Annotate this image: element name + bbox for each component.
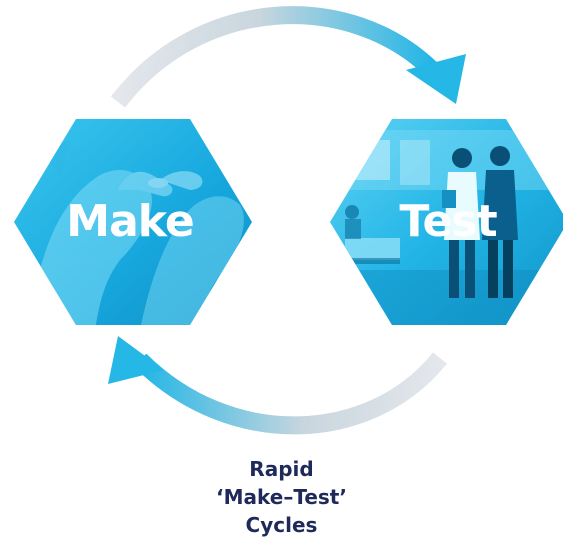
make-label: Make xyxy=(66,196,194,247)
cycle-caption: Rapid ‘Make–Test’ Cycles xyxy=(0,455,563,539)
make-hexagon xyxy=(14,119,252,325)
caption-line-3: Cycles xyxy=(245,513,318,537)
top-arrow-band xyxy=(110,6,439,108)
curved-arrow-left-icon xyxy=(108,336,164,384)
curved-arrow-right-icon xyxy=(406,54,466,104)
bottom-arrow-band xyxy=(133,352,448,435)
caption-line-1: Rapid xyxy=(249,457,314,481)
bottom-cycle-arrow xyxy=(108,336,448,435)
test-label: Test xyxy=(399,196,497,247)
caption-line-2: ‘Make–Test’ xyxy=(216,485,347,509)
top-cycle-arrow xyxy=(110,6,466,108)
